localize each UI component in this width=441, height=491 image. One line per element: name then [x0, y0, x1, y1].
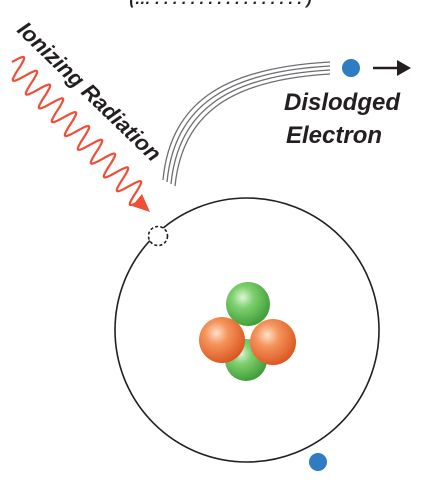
electron-label: Electron: [286, 122, 382, 149]
wave-icon: [11, 55, 150, 212]
atom-orbit: [114, 197, 380, 463]
nucleus: [199, 282, 296, 381]
vacancy-icon: [147, 225, 169, 247]
top-caption-fragment: (… . . . . . . . . . . . . . . . . . ): [0, 0, 441, 9]
electron-trail: [162, 61, 331, 187]
electron-icon: [309, 453, 327, 471]
proton-icon: [250, 319, 296, 365]
dislodged-label: Dislodged: [284, 89, 401, 116]
wave-arrowhead-icon: [132, 194, 150, 212]
neutron-icon: [226, 282, 270, 326]
proton-icon: [199, 317, 245, 363]
arrow-right-icon: [373, 60, 411, 76]
dislodged-electron-icon: [342, 59, 360, 77]
